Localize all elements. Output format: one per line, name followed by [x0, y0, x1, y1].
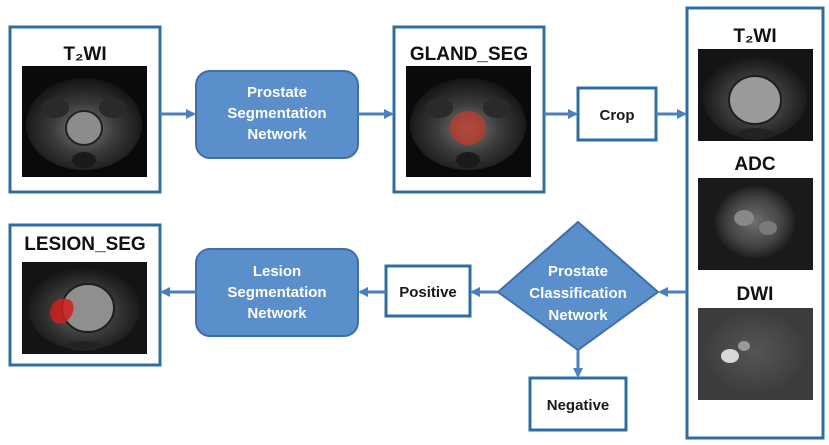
t2wi-cropped-scan-icon: [698, 49, 813, 141]
positive-label: Positive: [399, 284, 457, 301]
prostate-seg-net-line-2: Segmentation: [227, 105, 326, 122]
stack-t2wi-title: T₂WI: [733, 26, 776, 47]
gland-seg-panel-title: GLAND_SEG: [410, 44, 528, 65]
lesion-seg-net-line-2: Segmentation: [227, 284, 326, 301]
lesion-seg-panel-title: LESION_SEG: [24, 234, 145, 255]
gland-mask-overlay: [450, 111, 486, 145]
input-panel-title: T₂WI: [63, 44, 106, 65]
stack-adc-title: ADC: [734, 154, 775, 175]
stack-dwi-title: DWI: [737, 284, 774, 305]
negative-label: Negative: [547, 397, 610, 414]
crop-node: Crop: [576, 86, 658, 142]
input-panel: T₂WI: [8, 25, 162, 194]
lesion-seg-net-line-3: Network: [247, 305, 307, 322]
negative-box: [528, 376, 628, 432]
multiparametric-stack-panel: T₂WI ADC DWI: [685, 6, 825, 440]
prostate-seg-net-line-3: Network: [247, 126, 307, 143]
prostate-seg-net-line-1: Prostate: [247, 84, 307, 101]
dwi-scan-icon: [698, 308, 813, 400]
prostate-classification-network-node: Prostate Classification Network: [496, 220, 660, 352]
gland-seg-panel: GLAND_SEG: [392, 25, 546, 194]
flow-arrows: [160, 109, 687, 378]
lesion-segmentation-network-node: Lesion Segmentation Network: [195, 248, 359, 337]
lesion-seg-net-line-1: Lesion: [253, 263, 301, 280]
lesion-mri-with-red-mask-icon: [22, 262, 147, 354]
negative-node: Negative: [528, 376, 628, 432]
gland-mri-with-red-mask-icon: [406, 66, 531, 177]
prostate-segmentation-network-node: Prostate Segmentation Network: [195, 70, 359, 159]
crop-label: Crop: [600, 107, 635, 124]
adc-map-scan-icon: [698, 178, 813, 270]
lesion-seg-panel: LESION_SEG: [8, 223, 162, 367]
classification-net-line-3: Network: [548, 307, 608, 324]
t2wi-mri-scan-icon: [22, 66, 147, 177]
positive-node: Positive: [384, 264, 472, 318]
classification-net-line-2: Classification: [529, 285, 627, 302]
classification-net-line-1: Prostate: [548, 263, 608, 280]
lesion-mask-overlay: [50, 298, 74, 324]
